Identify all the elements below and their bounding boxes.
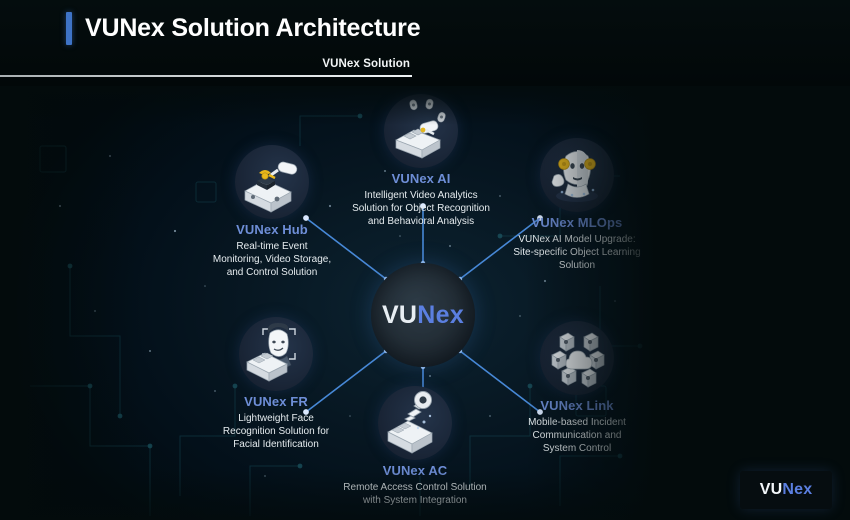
node-description-link: Mobile-based Incident Communication and … (528, 417, 626, 454)
node-title-link: VUNex Link (540, 398, 614, 413)
ai-robot-head-icon (540, 138, 614, 212)
node-description-hub: Real-time Event Monitoring, Video Storag… (212, 241, 332, 278)
title-accent-bar (66, 12, 72, 45)
node-description-mlops: VUNex AI Model Upgrade: Site-specific Ob… (513, 234, 641, 271)
connector-hub (305, 217, 387, 280)
node-vunex-mlops[interactable]: VUNex MLOps VUNex AI Model Upgrade: Site… (487, 138, 656, 272)
hub-logo: VUNex (382, 301, 464, 330)
node-vunex-fr[interactable]: VUNex FR Lightweight Face Recognition So… (186, 317, 366, 451)
cloud-mobile-network-icon (540, 321, 614, 395)
node-vunex-ai[interactable]: VUNex AI Intelligent Video Analytics Sol… (331, 94, 511, 228)
nvr-recorder-camera-icon (235, 145, 309, 219)
page-title: VUNex Solution Architecture (85, 14, 421, 42)
title-row: VUNex Solution Architecture (66, 12, 421, 45)
node-description-ai: Intelligent Video Analytics Solution for… (352, 190, 490, 227)
page-header: VUNex Solution Architecture VUNex Soluti… (0, 0, 850, 86)
hub-logo-suffix: Nex (417, 300, 465, 329)
brand-logo-suffix: Nex (782, 481, 813, 498)
header-divider (0, 75, 412, 77)
connector-mlops (459, 217, 541, 280)
node-title-ai: VUNex AI (391, 171, 451, 186)
subtitle-block: VUNex Solution (0, 58, 412, 77)
hub-logo-prefix: VU (381, 300, 418, 329)
node-vunex-link[interactable]: VUNex Link Mobile-based Incident Communi… (487, 321, 656, 455)
nvr-camera-analytics-icon (384, 94, 458, 168)
node-vunex-hub[interactable]: VUNex Hub Real-time Event Monitoring, Vi… (182, 145, 362, 279)
node-description-ac: Remote Access Control Solution with Syst… (343, 482, 487, 506)
central-hub-node[interactable]: VUNex (371, 263, 475, 367)
face-recognition-icon (239, 317, 313, 391)
node-title-mlops: VUNex MLOps (531, 215, 623, 230)
node-title-ac: VUNex AC (382, 463, 448, 478)
brand-logo-text: VUNex (760, 481, 813, 499)
node-description-fr: Lightweight Face Recognition Solution fo… (222, 413, 330, 450)
node-title-hub: VUNex Hub (236, 222, 308, 237)
node-vunex-ac[interactable]: VUNex AC Remote Access Control Solution … (325, 386, 505, 507)
connector-link (459, 350, 541, 413)
connector-fr (305, 350, 387, 413)
section-subtitle: VUNex Solution (322, 58, 410, 70)
access-control-key-icon (378, 386, 452, 460)
architecture-diagram: VUNex (0, 86, 656, 520)
node-title-fr: VUNex FR (244, 394, 308, 409)
brand-logo-badge: VUNex (740, 471, 832, 509)
brand-logo-prefix: VU (759, 481, 783, 498)
